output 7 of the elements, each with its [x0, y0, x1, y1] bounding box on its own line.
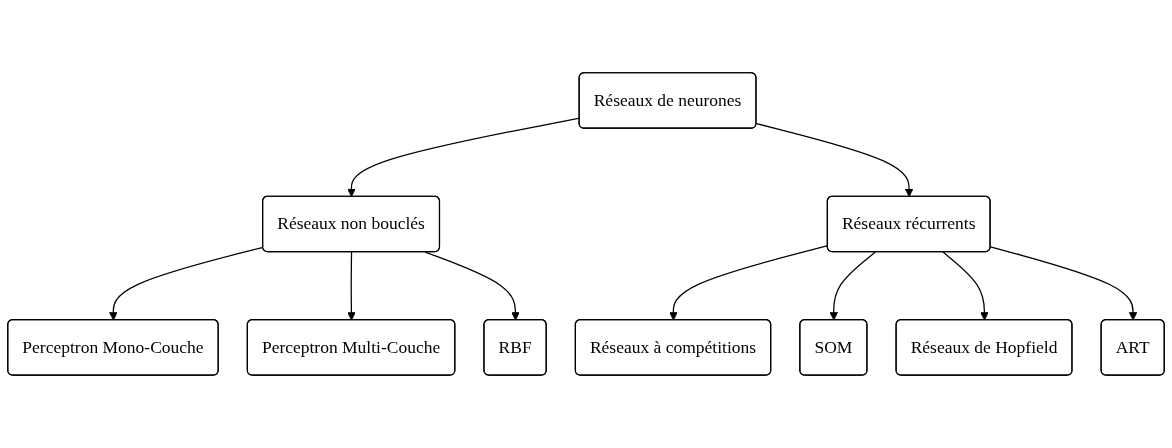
arrow	[829, 251, 876, 321]
arrow	[109, 246, 264, 321]
arrow	[755, 123, 914, 198]
arrow	[424, 251, 520, 321]
arrow	[989, 246, 1138, 321]
arrow	[942, 251, 989, 321]
arrow	[347, 251, 356, 321]
